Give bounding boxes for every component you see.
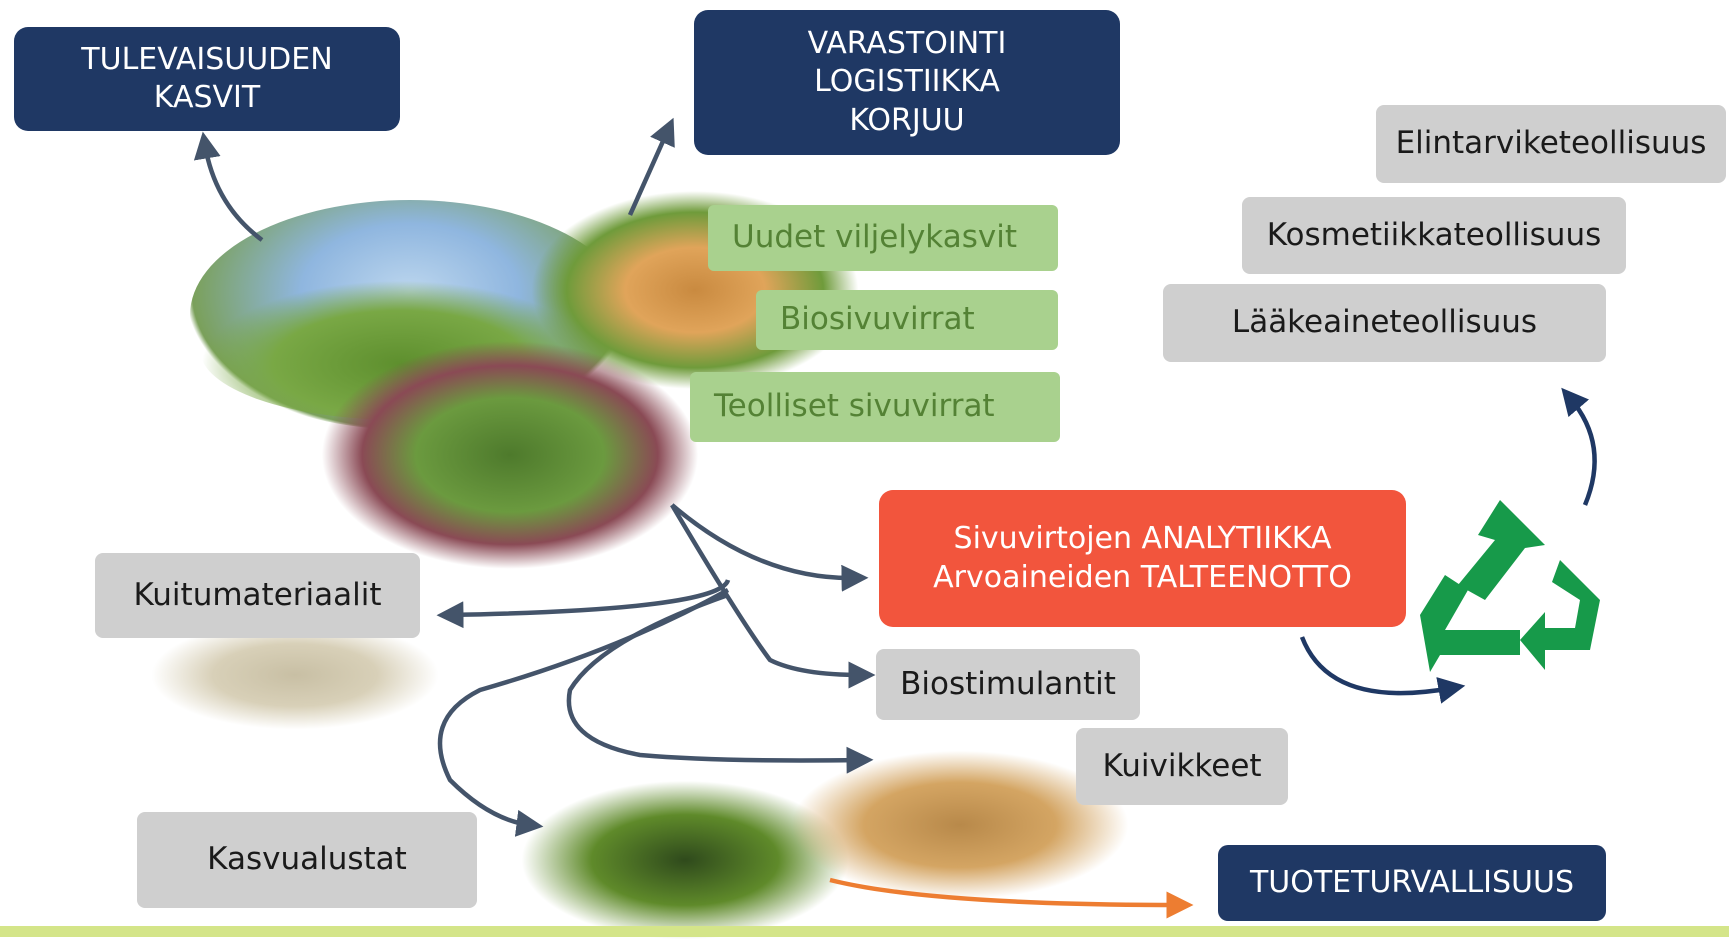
laakeaineteollisuus-label: Lääkeaineteollisuus	[1231, 304, 1538, 341]
varastointi-line-1: VARASTOINTI	[807, 25, 1007, 61]
tulevaisuuden-line-1: TULEVAISUUDEN	[81, 41, 333, 77]
arrow-to-biostimulantit	[670, 503, 876, 689]
tuoteturvallisuus-label: TUOTETURVALLISUUS	[1249, 864, 1575, 900]
fiber-material-photo	[150, 620, 440, 730]
moss-plants-photo	[320, 340, 700, 570]
elintarviketeollisuus-label: Elintarviketeollisuus	[1395, 125, 1707, 162]
analytiikka-box: Sivuvirtojen ANALYTIIKKA Arvoaineiden TA…	[879, 490, 1406, 627]
biosivuvirrat-box: Biosivuvirrat	[756, 290, 1058, 350]
kuitumateriaalit-label: Kuitumateriaalit	[133, 576, 382, 613]
arrow-to-kuivikkeet	[566, 592, 874, 774]
uudet-viljelykasvit-box: Uudet viljelykasvit	[708, 205, 1058, 271]
teolliset-sivuvirrat-label: Teolliset sivuvirrat	[714, 388, 995, 425]
kuivikkeet-label: Kuivikkeet	[1102, 747, 1262, 784]
arrow-to-kuitumateriaalit	[436, 579, 731, 629]
arrow-to-analytiikka	[670, 503, 869, 592]
tuoteturvallisuus-box: TUOTETURVALLISUUS	[1218, 845, 1606, 921]
varastointi-line-2: LOGISTIIKKA	[814, 64, 1000, 100]
tulevaisuuden-line-2: KASVIT	[153, 80, 261, 115]
varastointi-box: VARASTOINTI LOGISTIIKKA KORJUU	[694, 10, 1120, 155]
arrow-to-recycle	[1299, 636, 1466, 704]
arrow-to-tulevaisuuden	[193, 131, 264, 242]
kosmetiikkateollisuus-label: Kosmetiikkateollisuus	[1266, 216, 1602, 253]
kasvualustat-box: Kasvualustat	[137, 812, 477, 908]
teolliset-sivuvirrat-box: Teolliset sivuvirrat	[690, 372, 1060, 442]
bottom-accent-bar	[0, 926, 1729, 937]
analytiikka-line-1: Sivuvirtojen ANALYTIIKKA	[953, 521, 1332, 557]
kasvualustat-label: Kasvualustat	[207, 841, 407, 878]
arrow-to-varastointi	[627, 117, 675, 216]
kuitumateriaalit-box: Kuitumateriaalit	[95, 553, 420, 638]
laakeaineteollisuus-box: Lääkeaineteollisuus	[1163, 284, 1606, 362]
analytiikka-line-2: Arvoaineiden TALTEENOTTO	[933, 559, 1352, 595]
varastointi-line-3: KORJUU	[849, 102, 965, 138]
tulevaisuuden-kasvit-box: TULEVAISUUDEN KASVIT	[14, 27, 400, 131]
straw-photo	[790, 750, 1130, 900]
arrow-to-tuoteturvallisuus	[829, 877, 1194, 919]
biostimulantit-box: Biostimulantit	[876, 649, 1140, 720]
elintarviketeollisuus-box: Elintarviketeollisuus	[1376, 105, 1726, 183]
biosivuvirrat-label: Biosivuvirrat	[780, 301, 975, 338]
arrow-to-laakeaine	[1561, 387, 1597, 506]
uudet-viljelykasvit-label: Uudet viljelykasvit	[732, 219, 1017, 256]
biostimulantit-label: Biostimulantit	[900, 665, 1116, 702]
kuivikkeet-box: Kuivikkeet	[1076, 728, 1288, 805]
kosmetiikkateollisuus-box: Kosmetiikkateollisuus	[1242, 197, 1626, 274]
